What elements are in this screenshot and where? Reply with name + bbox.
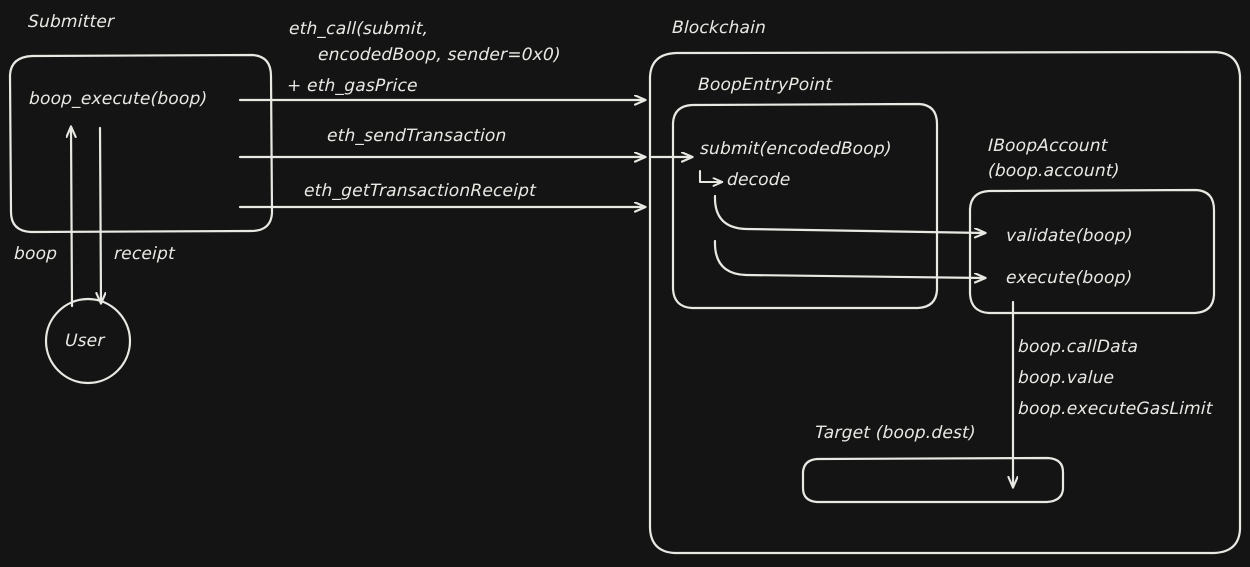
boop-execute-label: boop_execute(boop) (28, 89, 208, 109)
boop-execute-gaslimit-label: boop.executeGasLimit (1017, 399, 1213, 419)
iboop-account-label-line2: (boop.account) (987, 161, 1120, 181)
iboop-account-label-line1: IBoopAccount (987, 136, 1108, 156)
eth-call-label-line2: encodedBoop, sender=0x0) (317, 45, 562, 65)
execute-call-arrow (713, 239, 985, 278)
boop-calldata-label: boop.callData (1017, 337, 1139, 357)
eth-get-transaction-receipt-label: eth_getTransactionReceipt (303, 181, 537, 201)
validate-method-label: validate(boop) (1005, 226, 1134, 246)
boop-value-label: boop.value (1017, 368, 1115, 388)
validate-call-arrow (713, 194, 985, 233)
submitter-group-label: Submitter (27, 12, 115, 32)
decode-corner-arrow (698, 169, 722, 182)
target-group-label: Target (boop.dest) (814, 423, 977, 443)
boop-edge-label: boop (13, 244, 58, 264)
eth-send-transaction-label: eth_sendTransaction (326, 126, 507, 146)
blockchain-box (648, 50, 1242, 555)
boop-arrow (71, 127, 72, 308)
boop-entry-point-label: BoopEntryPoint (697, 75, 833, 95)
iboop-account-box (968, 188, 1216, 315)
execute-method-label: execute(boop) (1005, 268, 1133, 288)
eth-gasprice-label: + eth_gasPrice (286, 76, 419, 96)
receipt-edge-label: receipt (113, 244, 176, 264)
submitter-box (8, 53, 274, 234)
boop-entry-point-box (671, 102, 939, 310)
submit-method-label: submit(encodedBoop) (699, 139, 893, 159)
receipt-arrow (100, 126, 101, 303)
user-circle (44, 297, 132, 385)
target-box (801, 456, 1065, 504)
eth-call-label-line1: eth_call(submit, (288, 19, 429, 39)
user-node-label: User (64, 331, 105, 351)
blockchain-group-label: Blockchain (671, 18, 767, 38)
decode-step-label: decode (726, 170, 791, 190)
